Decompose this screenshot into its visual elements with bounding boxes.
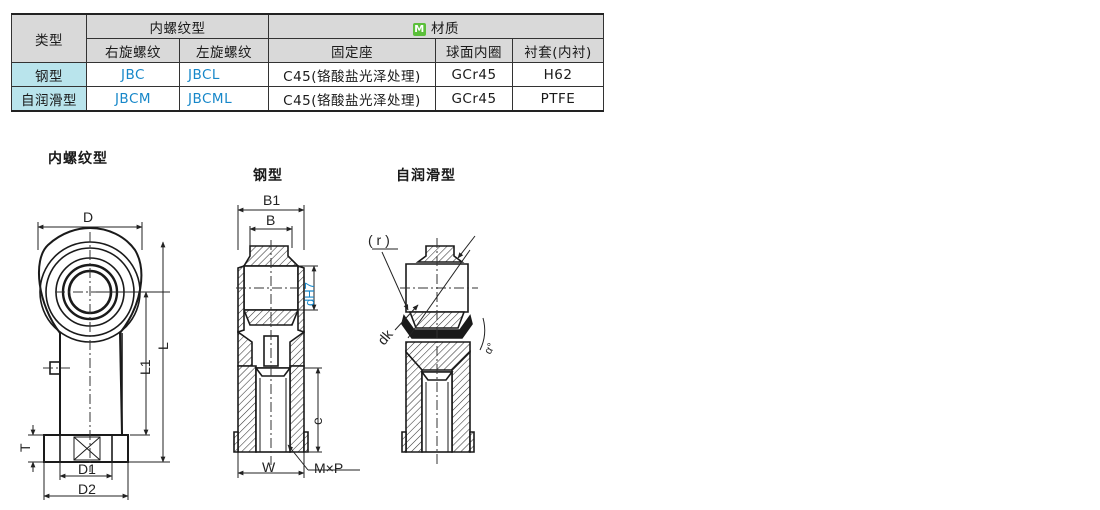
row-housing: C45(铬酸盐光泽处理) [268,62,436,87]
dim-dk-label: dk [374,326,396,348]
dim-e-label: e [309,417,325,425]
row-left-code: JBCML [179,86,269,112]
dim-alpha-label: α° [482,341,498,356]
dim-b-label: B [266,212,275,228]
dim-d-label: D [83,209,93,225]
dim-w-label: W [262,459,276,475]
self-lubricating-dimensions [372,235,486,351]
caption-self-lubricating: 自润滑型 [396,168,456,184]
dim-l-label: L [155,342,171,350]
header-left-hand: 左旋螺纹 [179,38,269,63]
header-right-hand: 右旋螺纹 [86,38,180,63]
dim-mxp-label: M×P [314,460,343,476]
self-lubricating-section-drawing [401,245,475,453]
steel-section-drawing [233,245,309,453]
dim-b1-label: B1 [263,192,280,208]
dim-dh7-label: dH7 [302,282,317,306]
row-right-code: JBCM [86,86,180,112]
table-row: 钢型 JBC JBCL C45(铬酸盐光泽处理) GCr45 H62 [11,62,604,87]
row-left-code: JBCL [179,62,269,87]
row-type: 钢型 [11,62,87,87]
dim-d2-label: D2 [78,481,96,497]
row-bushing: H62 [512,62,604,87]
header-material-label: 材质 [431,20,459,37]
header-inner-ring: 球面内圈 [435,38,513,63]
dim-r-label: ( r ) [368,232,390,248]
caption-steel: 钢型 [253,168,283,184]
caption-internal-thread: 内螺纹型 [48,151,108,167]
dim-d1-label: D1 [78,461,96,477]
material-badge-icon: M [413,22,426,36]
row-type: 自润滑型 [11,86,87,112]
front-view-dimensions [28,222,170,500]
row-inner: GCr45 [435,62,513,87]
header-type: 类型 [11,13,87,63]
dim-l1-label: L1 [137,359,153,375]
steel-section-dimensions [237,205,360,478]
header-housing: 固定座 [268,38,436,63]
row-bushing: PTFE [512,86,604,112]
table-row: 自润滑型 JBCM JBCML C45(铬酸盐光泽处理) GCr45 PTFE [11,86,604,112]
row-inner: GCr45 [435,86,513,112]
header-bushing: 衬套(内衬) [512,38,604,63]
row-housing: C45(铬酸盐光泽处理) [268,86,436,112]
dim-t-label: T [17,443,33,452]
